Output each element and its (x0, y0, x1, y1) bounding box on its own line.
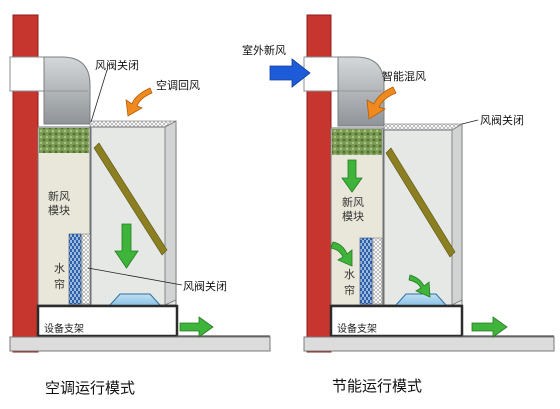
left-cabinet-back-edge (164, 120, 177, 306)
left-panel: 风阀关闭 空调回风 新风 模块 水 帘 风阀关闭 主风机 设备支架 空调运行模式 (9, 14, 271, 397)
left-curtain-mesh (81, 233, 91, 305)
left-down-flow-arrow (114, 223, 139, 269)
left-duct-sleeve (9, 56, 46, 92)
right-down-flow-arrow (341, 159, 363, 193)
left-damper-top-leader (90, 69, 108, 123)
left-water-curtain (68, 233, 82, 305)
right-smart-mixing-label: 智能混风 (382, 69, 426, 83)
left-fresh-module (37, 126, 91, 306)
left-damper-top-label: 风阀关闭 (95, 58, 139, 72)
left-equipment-stand-label: 设备支架 (44, 322, 84, 335)
right-damper-grille (383, 123, 463, 131)
right-equipment-stand (329, 304, 464, 338)
left-water-curtain-label-1: 水 (54, 262, 65, 275)
left-exhaust-arrow (179, 316, 214, 338)
right-panel: 室外新风 智能混风 风阀关闭 新风 模块 水 帘 主风机 设备支架 节能运行模式 (242, 14, 555, 395)
left-fresh-module-label-2: 模块 (48, 204, 70, 217)
right-fan-inlet-arrow (408, 274, 431, 298)
right-damper-leader (461, 119, 479, 125)
right-filter-pad (332, 129, 382, 155)
left-filter-pad (39, 128, 89, 153)
right-caption: 节能运行模式 (332, 377, 422, 395)
right-exhaust-arrow (471, 316, 508, 338)
left-return-air-label: 空调回风 (156, 78, 200, 92)
right-fresh-module-label-1: 新风 (342, 195, 364, 209)
right-duct-elbow (337, 56, 385, 127)
left-damper-grille (89, 120, 177, 128)
left-caption: 空调运行模式 (45, 379, 135, 397)
left-diagonal-baffle (93, 142, 168, 256)
right-main-fan-label: 主风机 (404, 307, 437, 321)
right-curtain-flow-arrow (330, 241, 353, 267)
right-stand-base (303, 336, 555, 352)
left-water-curtain-label-2: 帘 (54, 277, 65, 291)
left-damper-bottom-leader (87, 267, 183, 286)
right-outdoor-air-arrow (269, 58, 311, 88)
left-fresh-module-label-1: 新风 (48, 189, 70, 203)
right-water-curtain-label-1: 水 (344, 268, 355, 281)
right-damper-label: 风阀关闭 (480, 113, 524, 127)
left-damper-bottom-label: 风阀关闭 (183, 279, 227, 293)
right-diagonal-baffle (385, 147, 456, 258)
right-equipment-stand-label: 设备支架 (337, 322, 377, 335)
right-outdoor-air-label: 室外新风 (242, 43, 286, 57)
right-water-curtain (359, 237, 373, 305)
right-curtain-mesh (372, 237, 383, 305)
right-fresh-module-label-2: 模块 (342, 210, 364, 223)
right-water-curtain-label-2: 帘 (344, 283, 355, 297)
left-stand-base (9, 336, 271, 352)
right-mixing-arrow (366, 86, 397, 120)
left-return-air-arrow (125, 87, 153, 117)
left-duct-elbow (43, 56, 91, 125)
right-cabinet-back-edge (451, 123, 463, 306)
left-equipment-stand (36, 304, 179, 338)
left-main-fan-label: 主风机 (118, 307, 151, 321)
